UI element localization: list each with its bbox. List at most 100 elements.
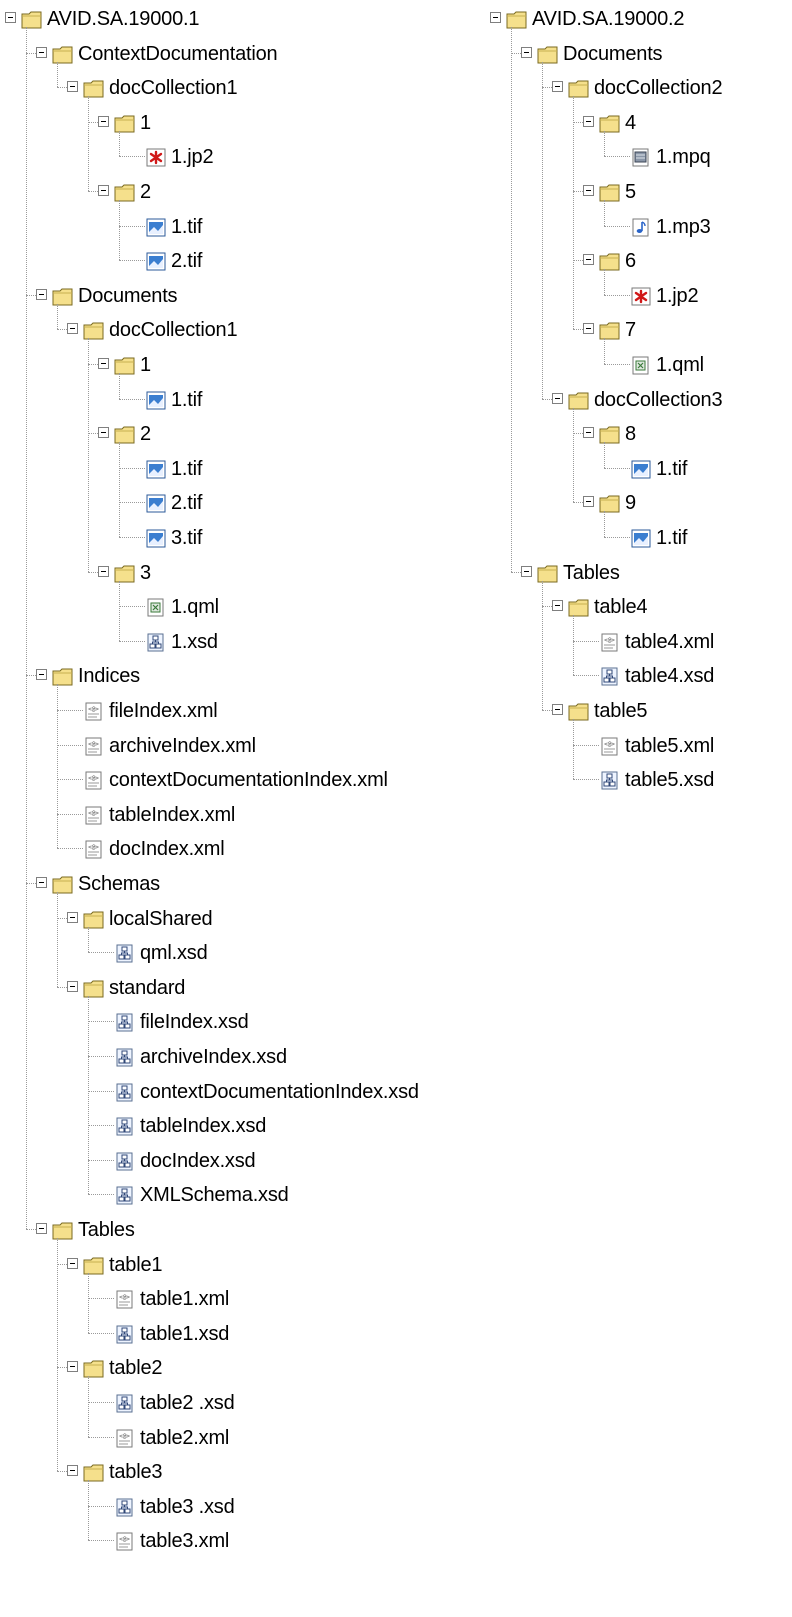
- tree-folder-node[interactable]: docCollection1: [0, 315, 520, 345]
- tree-file-node[interactable]: <@>archiveIndex.xml: [0, 731, 520, 761]
- tree-file-node[interactable]: table3 .xsd: [0, 1492, 520, 1522]
- collapse-toggle-icon[interactable]: [67, 1361, 78, 1373]
- collapse-toggle-icon[interactable]: [521, 565, 532, 577]
- collapse-toggle-icon[interactable]: [67, 81, 78, 93]
- tree-file-node[interactable]: 1.qml: [0, 592, 520, 622]
- collapse-toggle-icon[interactable]: [67, 980, 78, 992]
- tree-folder-node[interactable]: localShared: [0, 904, 520, 934]
- collapse-toggle-icon[interactable]: [552, 704, 563, 715]
- tree-folder-node[interactable]: 8: [485, 419, 792, 449]
- collapse-toggle-icon[interactable]: [36, 288, 47, 300]
- tree-file-node[interactable]: tableIndex.xsd: [0, 1111, 520, 1141]
- tree-file-node[interactable]: qml.xsd: [0, 938, 520, 968]
- tree-file-node[interactable]: <@>table3.xml: [0, 1526, 520, 1556]
- tree-folder-node[interactable]: 7: [485, 315, 792, 345]
- tree-file-node[interactable]: <@>table1.xml: [0, 1284, 520, 1314]
- collapse-toggle-icon[interactable]: [98, 565, 109, 577]
- tree-file-node[interactable]: archiveIndex.xsd: [0, 1042, 520, 1072]
- collapse-toggle-icon[interactable]: [5, 12, 16, 23]
- tree-folder-node[interactable]: Tables: [0, 1215, 520, 1245]
- tree-file-node[interactable]: 1.tif: [485, 523, 792, 553]
- tree-file-node[interactable]: 1.tif: [485, 454, 792, 484]
- collapse-toggle-icon[interactable]: [98, 358, 109, 369]
- collapse-toggle-icon[interactable]: [583, 496, 594, 508]
- tree-folder-node[interactable]: table3: [0, 1457, 520, 1487]
- tree-folder-node[interactable]: table5: [485, 696, 792, 726]
- tree-file-node[interactable]: table1.xsd: [0, 1319, 520, 1349]
- tree-file-node[interactable]: <@>contextDocumentationIndex.xml: [0, 765, 520, 795]
- collapse-toggle-icon[interactable]: [98, 427, 109, 439]
- collapse-toggle-icon[interactable]: [67, 1257, 78, 1269]
- tree-file-node[interactable]: docIndex.xsd: [0, 1146, 520, 1176]
- tree-file-node[interactable]: XMLSchema.xsd: [0, 1180, 520, 1210]
- tree-file-node[interactable]: <@>fileIndex.xml: [0, 696, 520, 726]
- tree-file-node[interactable]: <@>tableIndex.xml: [0, 800, 520, 830]
- collapse-toggle-icon[interactable]: [98, 115, 109, 127]
- tree-folder-node[interactable]: 4: [485, 108, 792, 138]
- tree-file-node[interactable]: table2 .xsd: [0, 1388, 520, 1418]
- collapse-toggle-icon[interactable]: [490, 12, 501, 23]
- tree-folder-node[interactable]: table4: [485, 592, 792, 622]
- collapse-toggle-icon[interactable]: [583, 427, 594, 439]
- tree-file-node[interactable]: table4.xsd: [485, 661, 792, 691]
- tree-folder-node[interactable]: docCollection3: [485, 385, 792, 415]
- tree-folder-node[interactable]: 3: [0, 558, 520, 588]
- tree-file-node[interactable]: 1.mpq: [485, 142, 792, 172]
- tree-file-node[interactable]: <@>table5.xml: [485, 731, 792, 761]
- tree-file-node[interactable]: 1.jp2: [485, 281, 792, 311]
- collapse-toggle-icon[interactable]: [583, 323, 594, 335]
- collapse-toggle-icon[interactable]: [552, 392, 563, 404]
- tree-file-node[interactable]: 1.mp3: [485, 212, 792, 242]
- tree-file-node[interactable]: contextDocumentationIndex.xsd: [0, 1077, 520, 1107]
- tree-folder-node[interactable]: 6: [485, 246, 792, 276]
- tree-folder-node[interactable]: ContextDocumentation: [0, 39, 520, 69]
- tree-folder-node[interactable]: Documents: [0, 281, 520, 311]
- collapse-toggle-icon[interactable]: [552, 81, 563, 93]
- collapse-toggle-icon[interactable]: [67, 323, 78, 335]
- collapse-toggle-icon[interactable]: [98, 185, 109, 196]
- collapse-toggle-icon[interactable]: [36, 1223, 47, 1234]
- tree-file-node[interactable]: 1.jp2: [0, 142, 520, 172]
- tree-file-node[interactable]: 3.tif: [0, 523, 520, 553]
- collapse-toggle-icon[interactable]: [67, 911, 78, 923]
- tree-folder-node[interactable]: 2: [0, 419, 520, 449]
- tree-file-node[interactable]: 1.tif: [0, 454, 520, 484]
- tree-file-node[interactable]: <@>table4.xml: [485, 627, 792, 657]
- tree-folder-node[interactable]: Documents: [485, 39, 792, 69]
- collapse-toggle-icon[interactable]: [67, 1465, 78, 1477]
- tree-folder-node[interactable]: 5: [485, 177, 792, 207]
- tree-folder-node[interactable]: docCollection1: [0, 73, 520, 103]
- tree-file-node[interactable]: 1.tif: [0, 385, 520, 415]
- collapse-toggle-icon[interactable]: [583, 254, 594, 266]
- tree-folder-node[interactable]: Indices: [0, 661, 520, 691]
- collapse-toggle-icon[interactable]: [36, 669, 47, 681]
- tree-file-node[interactable]: 1.qml: [485, 350, 792, 380]
- tree-folder-node[interactable]: AVID.SA.19000.1: [0, 4, 520, 34]
- tree-folder-node[interactable]: Schemas: [0, 869, 520, 899]
- collapse-toggle-icon[interactable]: [552, 600, 563, 612]
- tree-folder-node[interactable]: standard: [0, 973, 520, 1003]
- tree-file-node[interactable]: 1.xsd: [0, 627, 520, 657]
- tree-file-node[interactable]: 1.tif: [0, 212, 520, 242]
- tree-folder-node[interactable]: 9: [485, 488, 792, 518]
- tree-folder-node[interactable]: table1: [0, 1250, 520, 1280]
- tree-file-node[interactable]: 2.tif: [0, 246, 520, 276]
- tree-node-label: 1.tif: [171, 215, 203, 238]
- tree-file-node[interactable]: <@>docIndex.xml: [0, 834, 520, 864]
- tree-file-node[interactable]: table5.xsd: [485, 765, 792, 795]
- collapse-toggle-icon[interactable]: [36, 46, 47, 58]
- tree-folder-node[interactable]: docCollection2: [485, 73, 792, 103]
- collapse-toggle-icon[interactable]: [583, 115, 594, 127]
- tree-file-node[interactable]: <@>table2.xml: [0, 1423, 520, 1453]
- tree-folder-node[interactable]: AVID.SA.19000.2: [485, 4, 792, 34]
- collapse-toggle-icon[interactable]: [36, 877, 47, 888]
- tree-file-node[interactable]: 2.tif: [0, 488, 520, 518]
- tree-file-node[interactable]: fileIndex.xsd: [0, 1007, 520, 1037]
- collapse-toggle-icon[interactable]: [583, 185, 594, 196]
- tree-folder-node[interactable]: table2: [0, 1353, 520, 1383]
- collapse-toggle-icon[interactable]: [521, 46, 532, 58]
- tree-folder-node[interactable]: 1: [0, 350, 520, 380]
- tree-folder-node[interactable]: 1: [0, 108, 520, 138]
- tree-folder-node[interactable]: 2: [0, 177, 520, 207]
- tree-folder-node[interactable]: Tables: [485, 558, 792, 588]
